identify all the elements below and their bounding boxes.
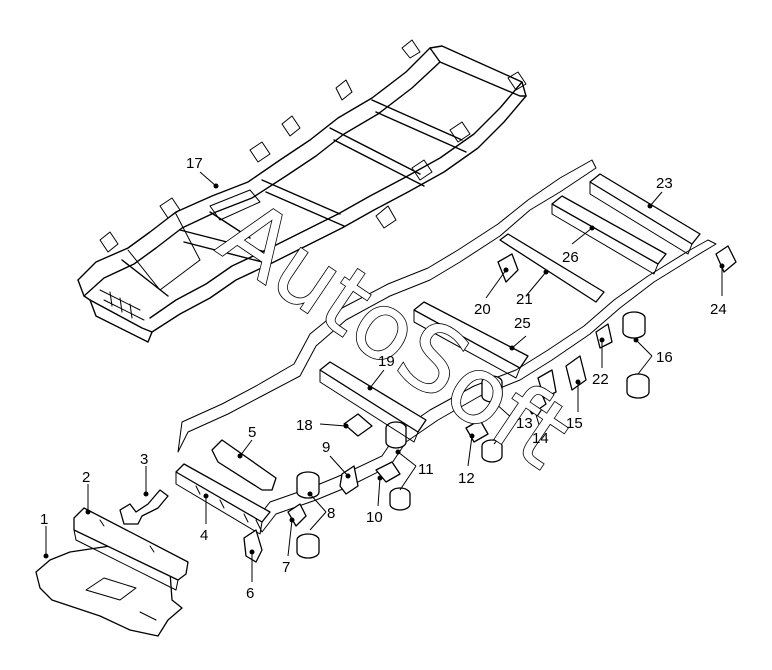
callout-13: 13 [516,415,533,432]
callout-4: 4 [200,527,208,544]
callout-16: 16 [656,349,673,366]
callout-23: 23 [656,175,673,192]
assembled-frame-17 [77,39,527,343]
leader-lines [43,171,725,582]
callout-20: 20 [474,301,491,318]
callout-26: 26 [562,249,579,266]
callout-9: 9 [322,439,330,456]
callout-1: 1 [40,511,48,528]
callout-17: 17 [186,155,203,172]
callout-21: 21 [516,291,533,308]
callout-6: 6 [246,585,254,602]
callout-15: 15 [566,415,583,432]
callout-22: 22 [592,371,609,388]
callout-12: 12 [458,470,475,487]
callout-8: 8 [327,505,335,522]
callout-2: 2 [82,469,90,486]
callout-5: 5 [248,424,256,441]
callout-24: 24 [710,301,727,318]
exploded-parts [35,173,737,637]
callout-3: 3 [140,451,148,468]
callout-10: 10 [366,509,383,526]
crossmember-part-4 [175,463,271,523]
callout-18: 18 [296,417,313,434]
callout-labels: 1 2 3 4 5 6 7 8 9 10 11 12 13 14 15 16 1… [40,155,727,602]
callout-14: 14 [532,430,549,447]
skid-plate-part [35,545,183,637]
callout-25: 25 [514,315,531,332]
callout-11: 11 [418,461,434,478]
callout-19: 19 [378,353,395,370]
callout-7: 7 [282,559,290,576]
